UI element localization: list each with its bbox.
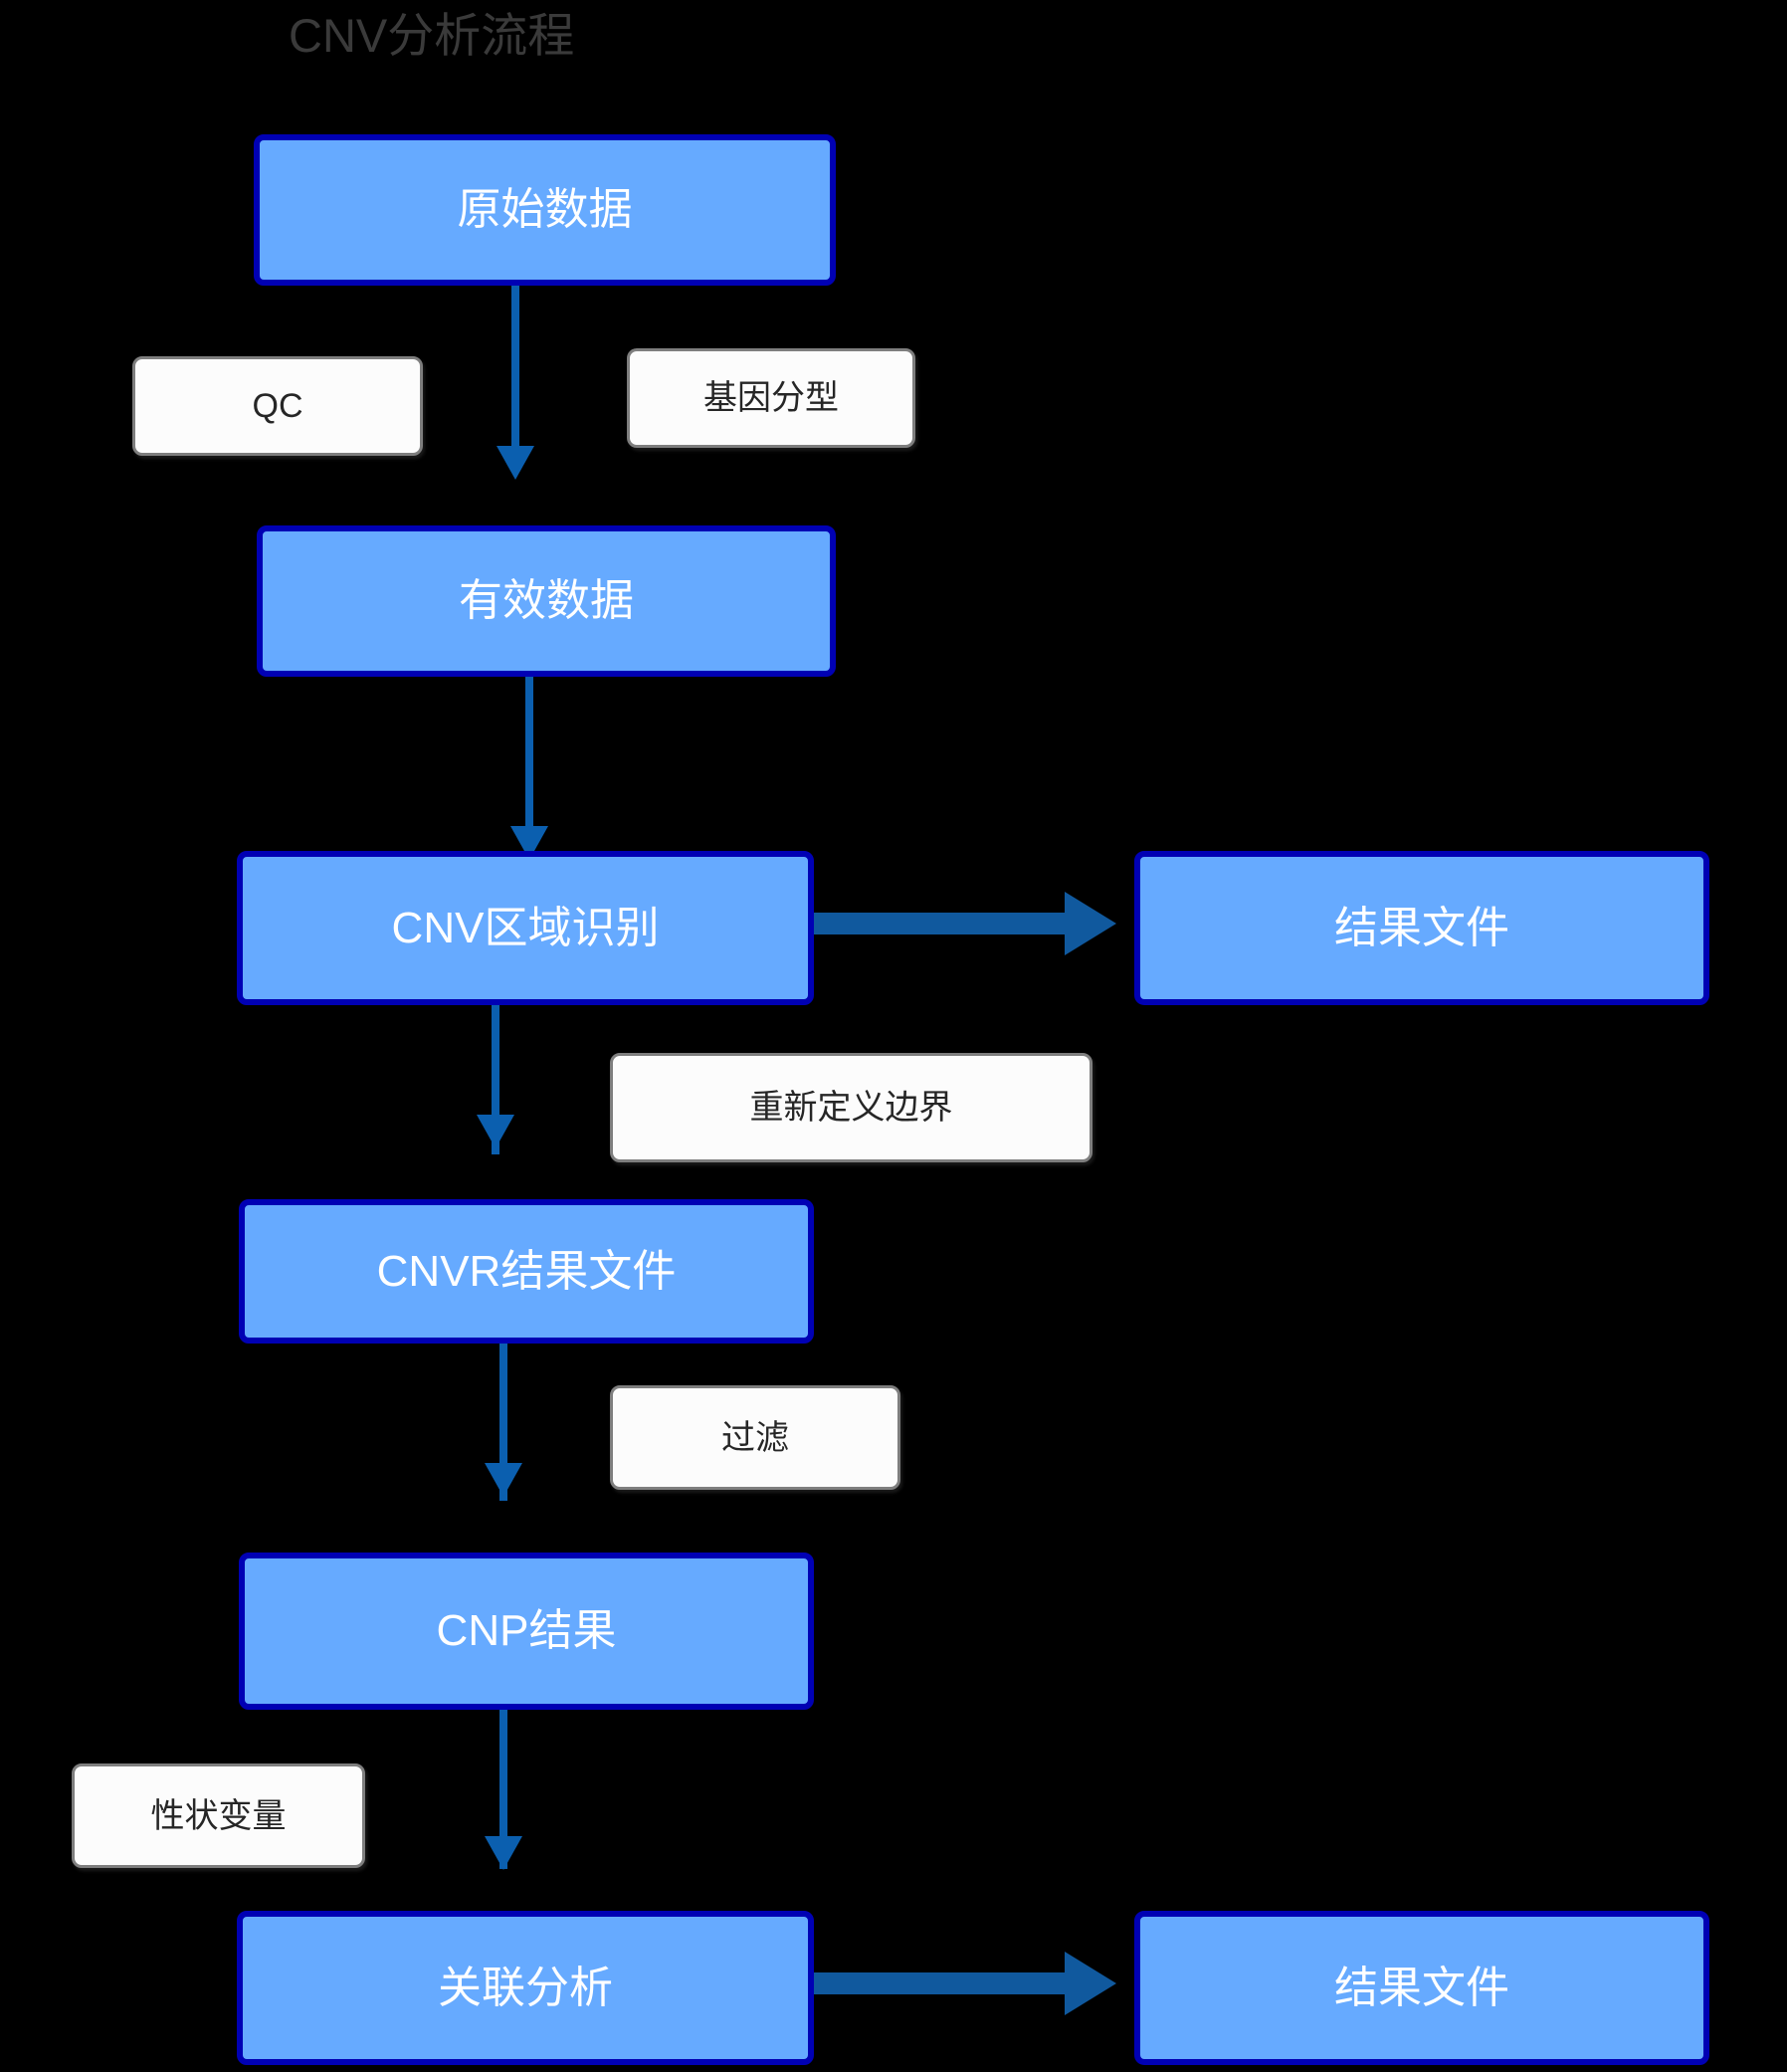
edge-label-genotyping[interactable]: 基因分型	[627, 348, 915, 448]
arrow-cnp-to-assoc-head	[485, 1836, 522, 1870]
node-result-file-2-label: 结果文件	[1334, 1963, 1509, 2012]
edge-label-qc[interactable]: QC	[132, 356, 423, 456]
arrow-assoc-to-resultfile-shaft	[814, 1972, 1073, 1994]
edge-label-trait-variable[interactable]: 性状变量	[72, 1763, 365, 1868]
edge-label-redefine[interactable]: 重新定义边界	[610, 1053, 1092, 1162]
node-assoc-analysis[interactable]: 关联分析	[237, 1911, 814, 2065]
edge-label-redefine-text: 重新定义边界	[749, 1089, 953, 1127]
arrow-cnvregion-to-resultfile-head	[1065, 892, 1116, 955]
arrow-cnvregion-to-resultfile-shaft	[814, 913, 1073, 934]
arrow-rawdata-to-validdata-shaft	[511, 285, 519, 454]
node-cnv-region-label: CNV区域识别	[391, 903, 660, 952]
arrow-assoc-to-resultfile-head	[1065, 1952, 1116, 2015]
node-valid-data[interactable]: 有效数据	[257, 525, 836, 677]
arrow-cnvr-to-cnp-shaft	[499, 1342, 507, 1501]
node-raw-data[interactable]: 原始数据	[254, 134, 836, 286]
arrow-validdata-to-cnvregion-shaft	[525, 675, 533, 834]
node-result-file-1[interactable]: 结果文件	[1134, 851, 1709, 1005]
edge-label-qc-text: QC	[252, 387, 303, 425]
node-result-file-1-label: 结果文件	[1334, 903, 1509, 952]
node-cnp-result[interactable]: CNP结果	[239, 1553, 814, 1710]
arrow-rawdata-to-validdata-head	[496, 446, 534, 480]
arrow-cnvregion-to-cnvr-head	[477, 1115, 514, 1148]
node-cnvr-result-label: CNVR结果文件	[376, 1246, 677, 1296]
arrow-cnp-to-assoc-shaft	[499, 1710, 507, 1869]
node-cnvr-result[interactable]: CNVR结果文件	[239, 1199, 814, 1344]
node-cnp-result-label: CNP结果	[436, 1606, 617, 1655]
page-title: CNV分析流程	[289, 9, 575, 62]
edge-label-filter[interactable]: 过滤	[610, 1385, 900, 1490]
arrow-cnvr-to-cnp-head	[485, 1463, 522, 1497]
node-assoc-analysis-label: 关联分析	[438, 1963, 613, 2012]
node-raw-data-label: 原始数据	[457, 185, 633, 234]
edge-label-genotyping-text: 基因分型	[703, 379, 839, 417]
arrow-cnvregion-to-cnvr-shaft	[492, 1005, 499, 1154]
edge-label-filter-text: 过滤	[721, 1418, 789, 1457]
edge-label-trait-variable-text: 性状变量	[150, 1796, 287, 1835]
node-valid-data-label: 有效数据	[459, 576, 634, 625]
node-cnv-region[interactable]: CNV区域识别	[237, 851, 814, 1005]
node-result-file-2[interactable]: 结果文件	[1134, 1911, 1709, 2065]
